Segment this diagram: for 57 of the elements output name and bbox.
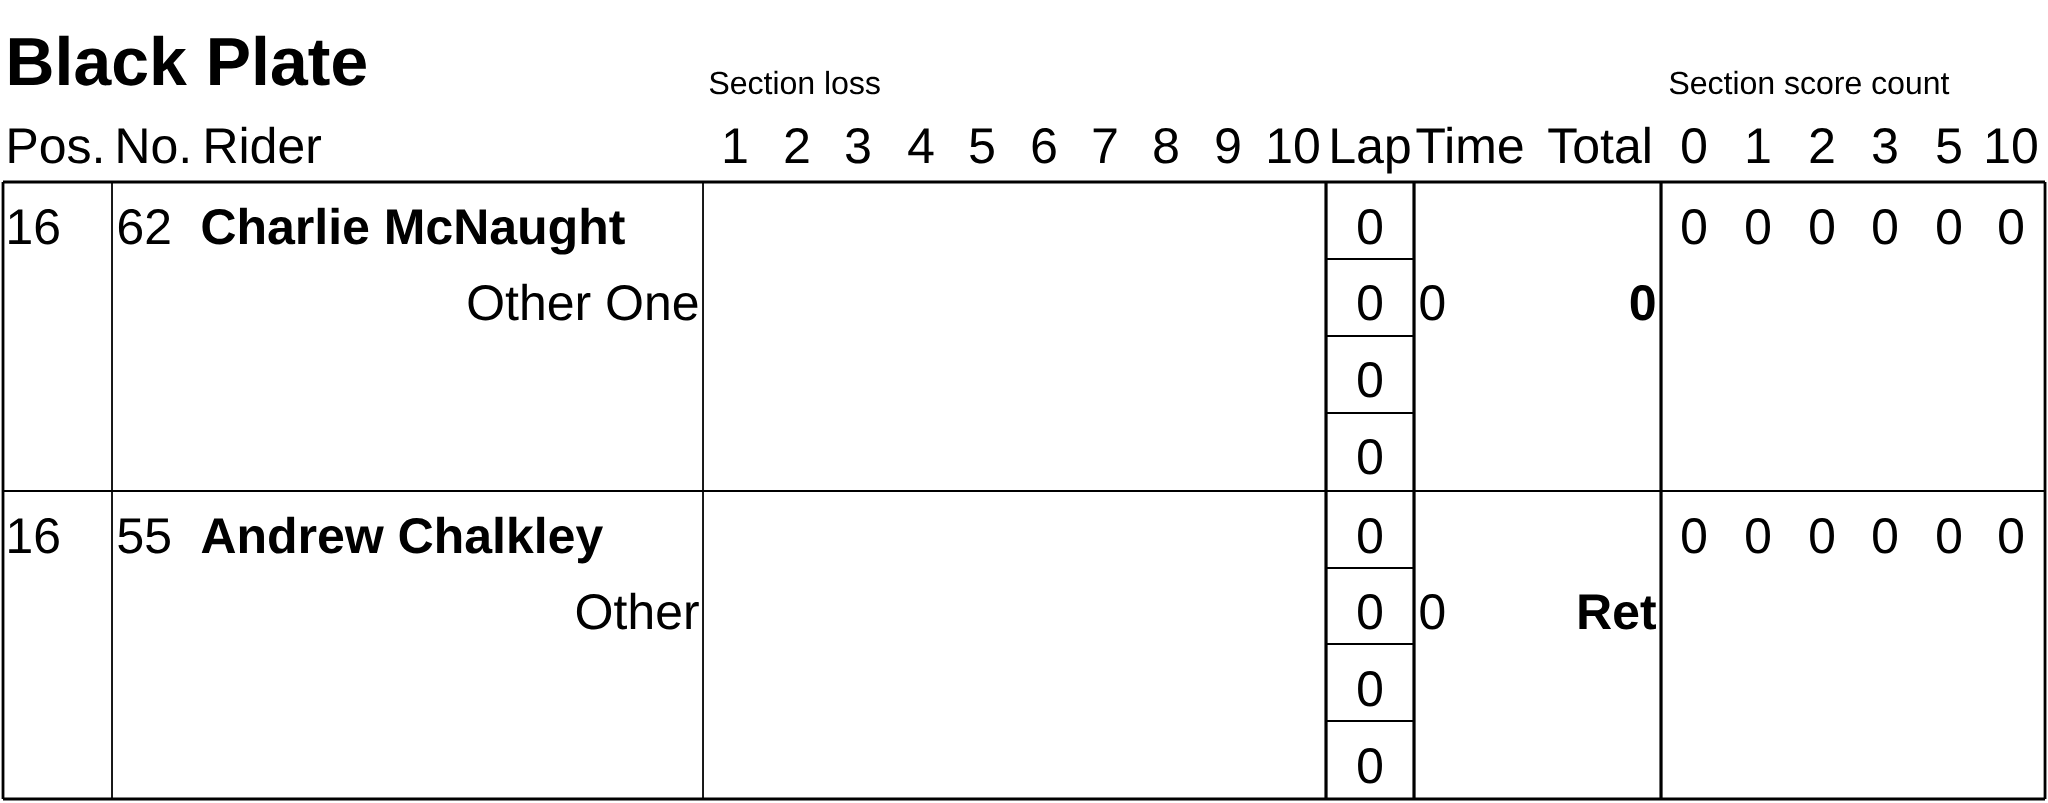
column-header: 9 <box>1216 128 1240 164</box>
column-header: 6 <box>1032 128 1056 164</box>
cell-text: Other One <box>468 283 698 321</box>
column-header: 0 <box>1682 128 1706 164</box>
cell-text: 0 <box>1358 518 1382 554</box>
cell-text: 16 <box>9 518 59 554</box>
cell-text: 0 <box>1999 518 2023 554</box>
column-header: 3 <box>1873 128 1897 164</box>
cell-text: 0 <box>1358 285 1382 321</box>
group-header: Section loss <box>709 70 880 95</box>
cell-text: 0 <box>1358 209 1382 245</box>
title: Black Plate <box>9 35 366 86</box>
group-header: Section score count <box>1669 70 1950 95</box>
column-header: 10 <box>1987 128 2037 164</box>
rider-name: Andrew Chalkley <box>201 516 603 564</box>
cell-text: 0 <box>1358 439 1382 475</box>
column-header: 5 <box>970 128 994 164</box>
cell-text: 0 <box>1420 594 1445 630</box>
cell-text: Other <box>576 592 699 630</box>
cell-text: 0 <box>1810 209 1834 245</box>
cell-text: 0 <box>1630 285 1655 321</box>
cell-text: 0 <box>1358 594 1382 630</box>
cell-text: 0 <box>1358 671 1382 707</box>
cell-text: 0 <box>1746 518 1770 554</box>
cell-text: 0 <box>1810 518 1834 554</box>
column-header: 1 <box>724 128 747 163</box>
column-header: 4 <box>908 128 934 163</box>
rider-name: Charlie McNaught <box>202 207 625 255</box>
cell-text: Ret <box>1579 594 1656 630</box>
cell-text: 0 <box>1937 209 1961 245</box>
column-header: 10 <box>1269 128 1319 164</box>
column-header: Pos. <box>9 128 101 164</box>
column-header: Time <box>1416 126 1523 164</box>
column-header: 2 <box>785 128 809 163</box>
cell-text: 0 <box>1682 518 1706 554</box>
cell-text: 0 <box>1999 209 2023 245</box>
column-header: 2 <box>1810 128 1834 163</box>
cell-text: 55 <box>118 518 170 554</box>
column-header: 5 <box>1937 128 1961 164</box>
cell-text: 0 <box>1873 518 1897 554</box>
cell-text: 16 <box>9 209 59 245</box>
cell-text: 0 <box>1873 209 1897 245</box>
column-header: 1 <box>1747 128 1770 163</box>
cell-text: 62 <box>118 209 170 245</box>
column-header: No. <box>118 128 188 164</box>
cell-text: 0 <box>1420 285 1445 321</box>
column-header: Rider <box>206 126 321 164</box>
cell-text: 0 <box>1682 209 1706 245</box>
cell-text: 0 <box>1937 518 1961 554</box>
column-header: Lap <box>1332 128 1410 174</box>
column-header: Total <box>1548 126 1650 164</box>
cell-text: 0 <box>1746 209 1770 245</box>
cell-text: 0 <box>1358 362 1382 398</box>
cell-text: 0 <box>1358 748 1382 784</box>
column-header: 3 <box>846 128 870 164</box>
column-header: 8 <box>1154 128 1178 164</box>
column-header: 7 <box>1093 128 1117 163</box>
